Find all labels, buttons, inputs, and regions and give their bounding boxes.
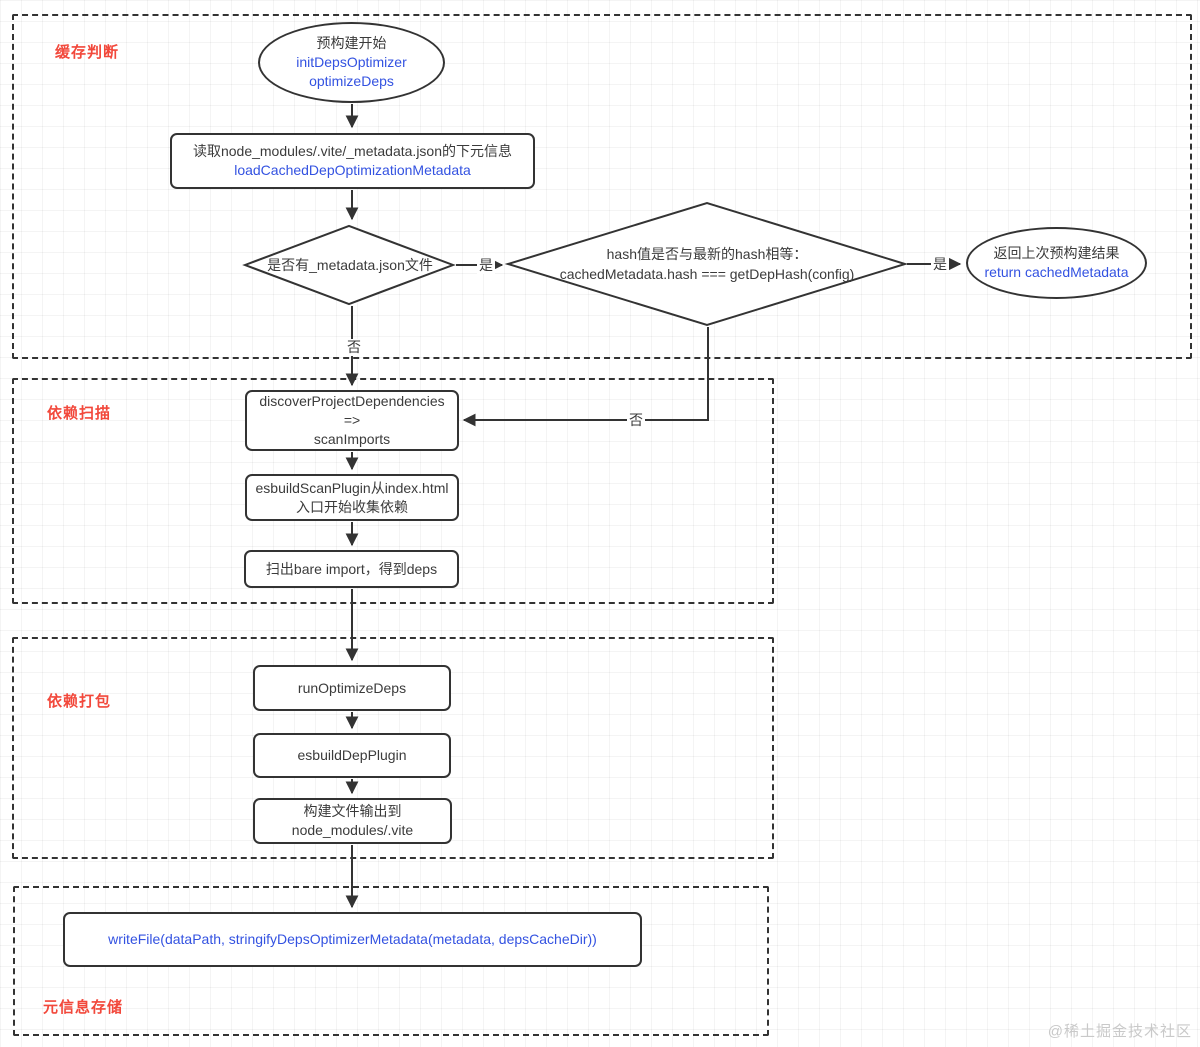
- edge-label-no-1: 否: [345, 339, 363, 356]
- node-discover-line3: scanImports: [313, 431, 391, 447]
- diamond-hash-check-code: cachedMetadata.hash === getDepHash(confi…: [559, 266, 855, 282]
- node-prebuild-start: 预构建开始 initDepsOptimizer optimizeDeps: [258, 22, 445, 103]
- node-return-cached-title: 返回上次预构建结果: [993, 245, 1120, 261]
- section-label-store: 元信息存储: [43, 999, 124, 1016]
- node-esbuild-dep-plugin-title: esbuildDepPlugin: [297, 747, 407, 763]
- node-return-cached: 返回上次预构建结果 return cachedMetadata: [966, 227, 1147, 299]
- node-read-metadata-title: 读取node_modules/.vite/_metadata.json的下元信息: [192, 143, 513, 159]
- node-bare-import: 扫出bare import，得到deps: [244, 550, 459, 588]
- diamond-has-metadata-text: 是否有_metadata.json文件: [267, 257, 433, 273]
- section-cache-check: [12, 14, 1192, 359]
- node-return-cached-code: return cachedMetadata: [984, 264, 1129, 280]
- section-dep-scan: [12, 378, 774, 604]
- node-read-metadata: 读取node_modules/.vite/_metadata.json的下元信息…: [170, 133, 535, 189]
- diamond-has-metadata: [242, 224, 456, 306]
- section-label-cache: 缓存判断: [55, 44, 120, 61]
- node-discover-line2: =>: [343, 412, 361, 428]
- node-prebuild-start-fn2: optimizeDeps: [309, 73, 394, 89]
- node-esbuild-scan-line2: 入口开始收集依赖: [296, 498, 408, 515]
- section-dep-bundle: [12, 637, 774, 859]
- node-esbuild-dep-plugin: esbuildDepPlugin: [253, 733, 451, 778]
- node-bare-import-title: 扫出bare import，得到deps: [265, 560, 438, 577]
- node-run-optimize-deps: runOptimizeDeps: [253, 665, 451, 711]
- node-run-optimize-title: runOptimizeDeps: [297, 679, 407, 696]
- node-build-output: 构建文件输出到 node_modules/.vite: [253, 798, 452, 844]
- node-esbuild-scan-plugin: esbuildScanPlugin从index.html 入口开始收集依赖: [245, 474, 459, 521]
- node-esbuild-scan-line1: esbuildScanPlugin从index.html: [255, 479, 449, 496]
- node-write-file-code: writeFile(dataPath, stringifyDepsOptimiz…: [108, 931, 597, 947]
- node-write-file: writeFile(dataPath, stringifyDepsOptimiz…: [63, 912, 642, 967]
- diamond-hash-check-text: hash值是否与最新的hash相等： cachedMetadata.hash =…: [517, 244, 897, 284]
- section-meta-store: [13, 886, 769, 1036]
- node-read-metadata-code: loadCachedDepOptimizationMetadata: [234, 162, 471, 178]
- node-discover-line1: discoverProjectDependencies: [259, 393, 445, 409]
- diamond-hash-check-question: hash值是否与最新的hash相等：: [606, 246, 808, 262]
- node-build-output-line1: 构建文件输出到: [303, 803, 402, 819]
- node-discover-deps: discoverProjectDependencies => scanImpor…: [245, 390, 459, 451]
- node-build-output-line2: node_modules/.vite: [291, 822, 414, 838]
- watermark: @稀土掘金技术社区: [1047, 1023, 1192, 1040]
- section-label-bundle: 依赖打包: [47, 693, 112, 710]
- section-label-scan: 依赖扫描: [47, 405, 112, 422]
- diamond-hash-check: [504, 201, 909, 327]
- node-prebuild-start-title: 预构建开始: [316, 35, 387, 51]
- edge-label-yes-2: 是: [931, 256, 949, 273]
- arrow-hashcheck-no-to-discover: [462, 327, 709, 427]
- node-prebuild-start-fn1: initDepsOptimizer: [296, 54, 407, 70]
- edge-label-yes-1: 是: [477, 257, 495, 274]
- edge-label-no-2: 否: [627, 412, 645, 429]
